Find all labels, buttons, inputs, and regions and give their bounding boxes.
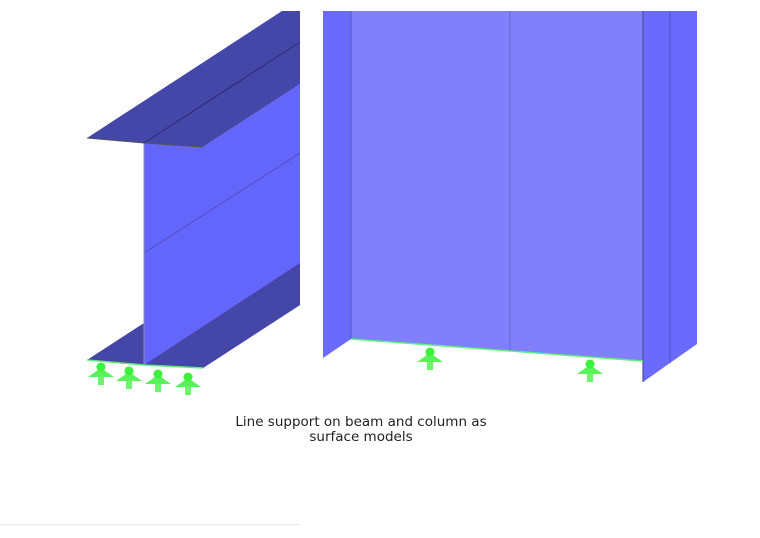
caption-line-1: Line support on beam and column as (235, 414, 487, 430)
line-support-icon (577, 359, 603, 382)
divider (0, 524, 300, 525)
column-left-flange (323, 11, 351, 358)
supports (88, 347, 603, 395)
beam-web-mid-line (143, 152, 301, 254)
beam-web-top-line (143, 41, 301, 144)
line-support-icon (116, 366, 142, 389)
figure-caption: Line support on beam and column as surfa… (211, 415, 511, 445)
line-support-icon (145, 369, 171, 392)
beam-bottom-flange-right (144, 263, 300, 368)
column-line-support (350, 338, 644, 362)
beam-top-flange (87, 11, 300, 147)
caption-line-2: surface models (309, 429, 413, 445)
beam-bottom-flange-left (87, 323, 144, 365)
beam-line-support (86, 359, 204, 369)
line-support-icon (88, 362, 114, 385)
beam-model (86, 11, 301, 369)
line-support-icon (175, 372, 201, 395)
line-support-icon (417, 347, 443, 370)
column-web (351, 11, 643, 361)
column-model (323, 11, 697, 382)
beam-top-front-edge (86, 137, 204, 148)
